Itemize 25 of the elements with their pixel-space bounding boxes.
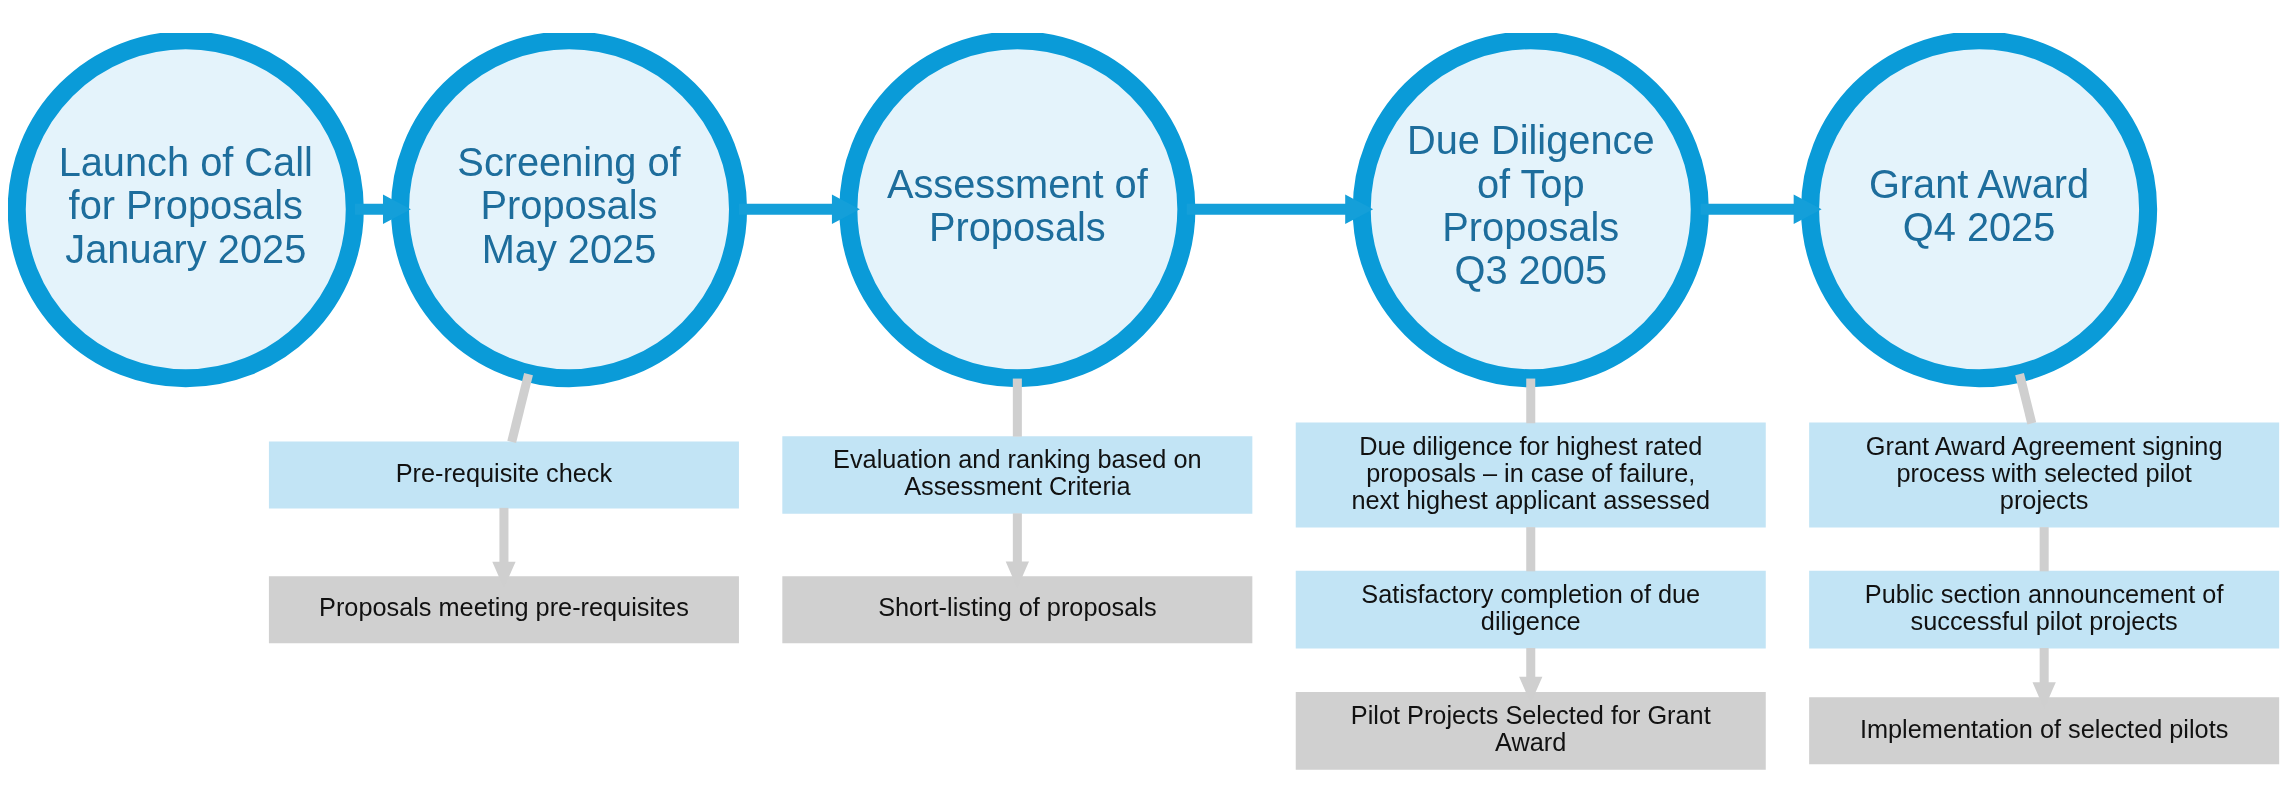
- arrow: [1700, 194, 1822, 224]
- arrow: [354, 194, 411, 224]
- connector: [2039, 527, 2049, 572]
- node-box: Proposals meeting pre-requisites: [268, 576, 739, 644]
- node-box: Evaluation and ranking based on Assessment Criteria: [782, 436, 1253, 514]
- connector: [1526, 378, 1536, 424]
- connector: [1526, 527, 1536, 572]
- node-box: Public section announcement of successful pilot projects: [1809, 570, 2280, 649]
- node-box: Pre-requisite check: [268, 441, 739, 509]
- node-box: Grant Award Agreement signing process with selected pilot projects: [1809, 422, 2280, 528]
- node-circle: Grant Award Q4 2025: [1801, 33, 2158, 388]
- node-box: Due diligence for highest rated proposals – in case of failure, next highest applicant assessed: [1295, 422, 1766, 528]
- arrow: [1186, 194, 1374, 224]
- connector: [507, 373, 533, 443]
- node-box: Pilot Projects Selected for Grant Award: [1295, 691, 1766, 770]
- node-circle: Launch of Call for Proposals January 2025: [8, 33, 364, 388]
- arrow: [738, 194, 860, 224]
- node-box: Implementation of selected pilots: [1809, 697, 2280, 765]
- node-circle: Due Diligence of Top Proposals Q3 2005: [1352, 33, 1709, 388]
- node-circle: Screening of Proposals May 2025: [390, 33, 748, 388]
- node-box: Short-listing of proposals: [782, 576, 1253, 644]
- connector: [2015, 373, 2037, 425]
- connector: [1012, 378, 1022, 437]
- node-circle: Assessment of Proposals: [839, 33, 1196, 388]
- node-box: Satisfactory completion of due diligence: [1295, 570, 1766, 649]
